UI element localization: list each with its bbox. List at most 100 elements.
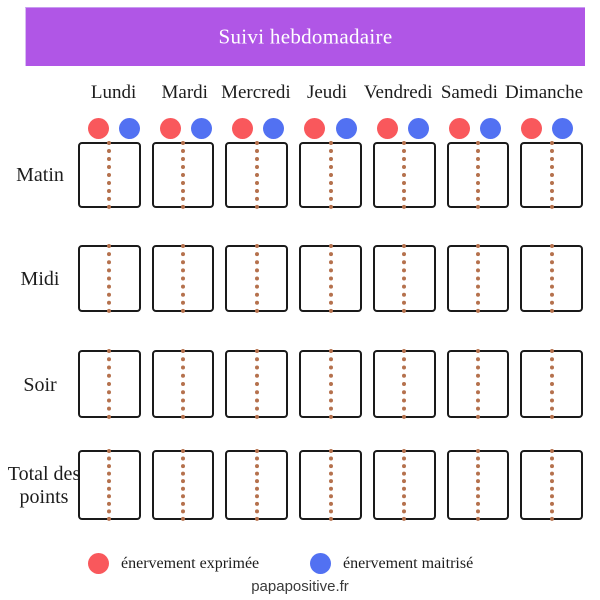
cell-divider — [549, 141, 554, 209]
cell-midi-mercredi[interactable] — [225, 244, 289, 313]
cell-divider — [107, 244, 112, 313]
cell-matin-samedi[interactable] — [446, 141, 510, 209]
blue-dot-icon — [335, 117, 357, 139]
cell-divider — [254, 449, 259, 521]
day-label-mercredi: Mercredi — [221, 82, 291, 103]
cell-divider — [181, 349, 186, 419]
cell-divider — [107, 449, 112, 521]
blue-dot-icon — [263, 117, 285, 139]
cell-soir-mercredi[interactable] — [225, 349, 289, 419]
cell-soir-dimanche[interactable] — [520, 349, 584, 419]
cell-total-jeudi[interactable] — [299, 449, 362, 521]
row-label-total: Total des points — [0, 463, 90, 509]
red-dot-icon — [160, 117, 182, 139]
marker-dots-lundi — [78, 117, 150, 139]
cell-divider — [254, 349, 259, 419]
blue-dot-icon — [479, 117, 501, 139]
cell-midi-jeudi[interactable] — [299, 244, 362, 313]
cell-matin-dimanche[interactable] — [520, 141, 584, 209]
legend: énervement exprimée énervement maitrisé — [88, 553, 508, 577]
cell-divider — [549, 449, 554, 521]
marker-dots-dimanche — [511, 117, 583, 139]
blue-dot-icon — [310, 553, 331, 574]
cell-divider — [475, 244, 480, 313]
row-label-total-line1: Total des — [7, 463, 81, 485]
cell-divider — [549, 244, 554, 313]
cell-divider — [475, 349, 480, 419]
marker-dots-row — [78, 117, 583, 139]
row-label-midi: Midi — [20, 268, 60, 290]
blue-dot-icon — [551, 117, 573, 139]
day-header-row: Lundi Mardi Mercredi Jeudi Vendredi Same… — [78, 80, 583, 106]
day-label-dimanche: Dimanche — [504, 82, 584, 103]
marker-dots-jeudi — [294, 117, 366, 139]
legend-item-enervement-maitrise: énervement maitrisé — [310, 553, 473, 574]
cell-soir-mardi[interactable] — [151, 349, 215, 419]
cell-divider — [254, 141, 259, 209]
cell-midi-dimanche[interactable] — [520, 244, 584, 313]
cell-divider — [181, 141, 186, 209]
cell-total-vendredi[interactable] — [372, 449, 436, 521]
red-dot-icon — [232, 117, 254, 139]
cell-total-lundi[interactable] — [78, 449, 141, 521]
cell-matin-lundi[interactable] — [78, 141, 141, 209]
cell-matin-mercredi[interactable] — [225, 141, 289, 209]
cell-total-dimanche[interactable] — [520, 449, 584, 521]
cell-midi-vendredi[interactable] — [372, 244, 436, 313]
cell-total-samedi[interactable] — [446, 449, 510, 521]
row-label-soir: Soir — [23, 374, 57, 396]
cell-divider — [328, 244, 333, 313]
cell-divider — [402, 244, 407, 313]
blue-dot-icon — [119, 117, 141, 139]
marker-dots-samedi — [439, 117, 511, 139]
blue-dot-icon — [407, 117, 429, 139]
cell-divider — [181, 244, 186, 313]
red-dot-icon — [448, 117, 470, 139]
cell-divider — [328, 349, 333, 419]
cell-soir-vendredi[interactable] — [372, 349, 436, 419]
day-label-jeudi: Jeudi — [306, 82, 348, 103]
red-dot-icon — [88, 117, 110, 139]
cell-soir-lundi[interactable] — [78, 349, 141, 419]
cell-matin-vendredi[interactable] — [372, 141, 436, 209]
cell-total-mardi[interactable] — [151, 449, 215, 521]
cell-midi-samedi[interactable] — [446, 244, 510, 313]
cell-soir-jeudi[interactable] — [299, 349, 362, 419]
grid-row-midi — [78, 244, 584, 313]
cell-divider — [402, 141, 407, 209]
day-label-lundi: Lundi — [90, 82, 137, 103]
legend-item-enervement-exprimee: énervement exprimée — [88, 553, 259, 574]
red-dot-icon — [304, 117, 326, 139]
day-label-vendredi: Vendredi — [363, 82, 433, 103]
cell-divider — [181, 449, 186, 521]
cell-matin-jeudi[interactable] — [299, 141, 362, 209]
cell-divider — [107, 349, 112, 419]
row-label-total-line2: points — [19, 486, 69, 508]
cell-total-mercredi[interactable] — [225, 449, 289, 521]
cell-divider — [328, 141, 333, 209]
cell-midi-lundi[interactable] — [78, 244, 141, 313]
day-label-samedi: Samedi — [440, 82, 498, 103]
grid-row-soir — [78, 349, 584, 419]
blue-dot-icon — [191, 117, 213, 139]
cell-midi-mardi[interactable] — [151, 244, 215, 313]
red-dot-icon — [88, 553, 109, 574]
page-title: Suivi hebdomadaire — [218, 24, 393, 49]
legend-label-red: énervement exprimée — [121, 554, 260, 572]
day-label-mardi: Mardi — [161, 82, 208, 103]
grid-row-total — [78, 449, 584, 521]
cell-divider — [549, 349, 554, 419]
cell-divider — [254, 244, 259, 313]
marker-dots-mercredi — [222, 117, 294, 139]
grid-row-matin — [78, 141, 584, 209]
marker-dots-vendredi — [367, 117, 439, 139]
row-label-matin: Matin — [16, 164, 64, 186]
cell-matin-mardi[interactable] — [151, 141, 215, 209]
legend-label-blue: énervement maitrisé — [343, 554, 474, 572]
red-dot-icon — [376, 117, 398, 139]
header-banner: Suivi hebdomadaire — [25, 7, 585, 66]
cell-soir-samedi[interactable] — [446, 349, 510, 419]
cell-divider — [107, 141, 112, 209]
cell-divider — [475, 141, 480, 209]
